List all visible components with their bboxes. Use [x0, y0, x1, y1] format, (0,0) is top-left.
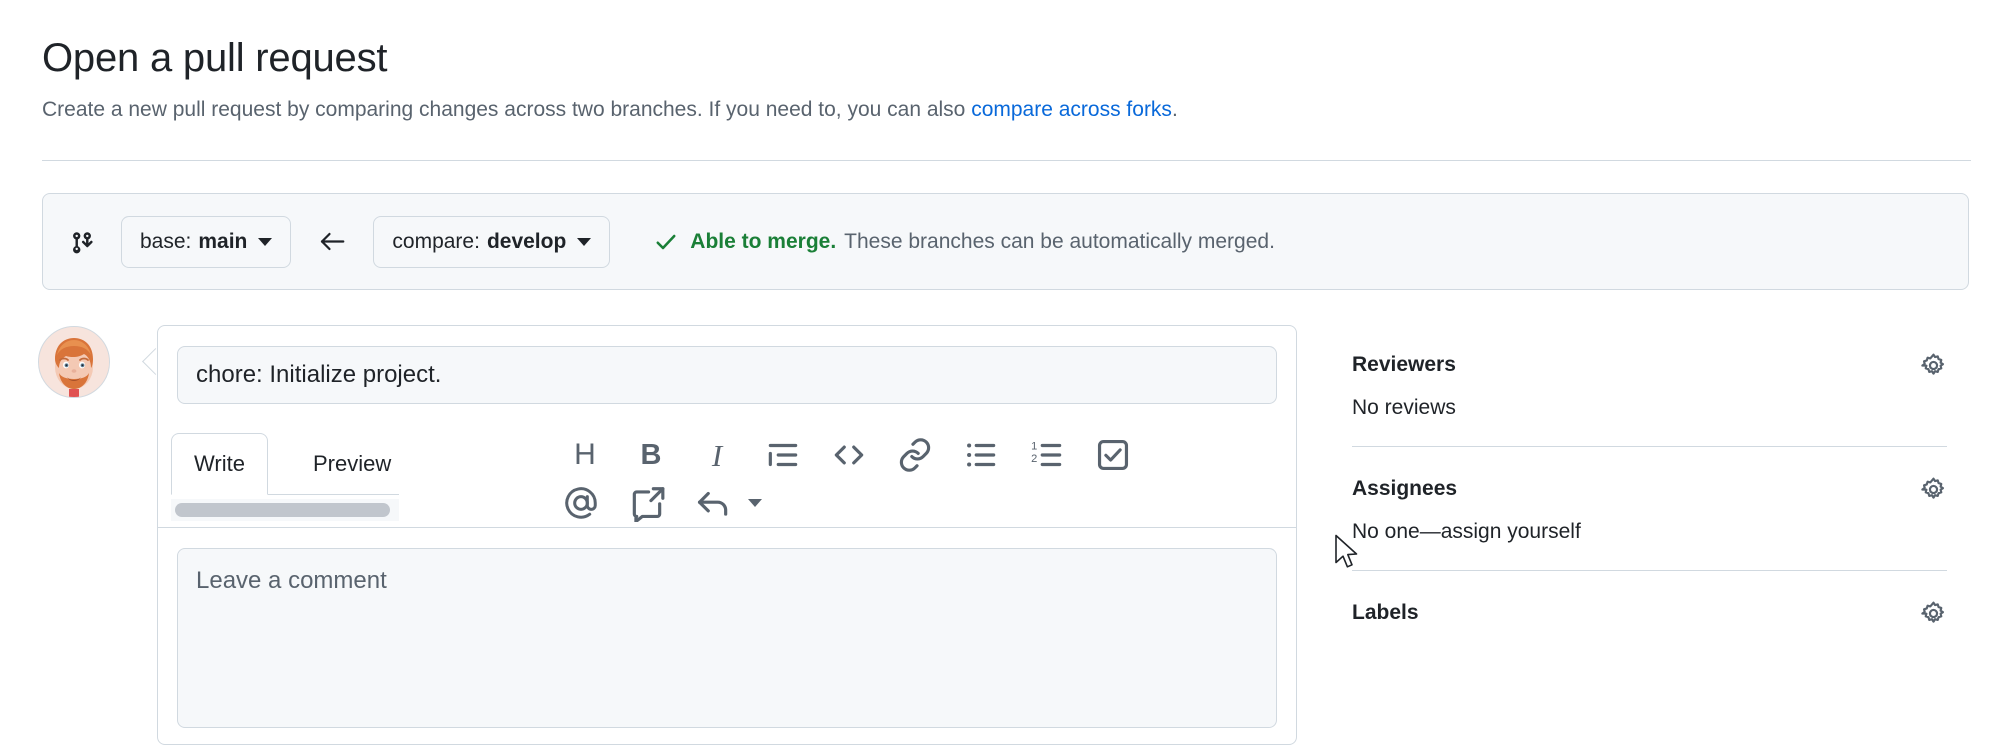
compare-branch-prefix: compare:	[392, 229, 480, 253]
reply-icon[interactable]	[694, 484, 732, 522]
header-divider	[42, 160, 1971, 161]
subtitle-text-before: Create a new pull request by comparing c…	[42, 98, 972, 121]
composer-scrollbar-thumb[interactable]	[175, 503, 390, 517]
unordered-list-icon[interactable]	[962, 436, 1000, 474]
pr-sidebar: Reviewers No reviews Assignees No one—as…	[1352, 348, 1947, 630]
page-title: Open a pull request	[42, 36, 388, 80]
compare-across-forks-link[interactable]: compare across forks	[971, 98, 1172, 121]
tab-underline	[171, 494, 399, 495]
reviewers-header: Reviewers	[1352, 348, 1947, 382]
reviewers-empty-state[interactable]: No reviews	[1352, 396, 1456, 419]
compare-branch-value: develop	[486, 229, 567, 253]
base-branch-prefix: base:	[140, 229, 192, 253]
pull-request-page: Open a pull request Create a new pull re…	[38, 34, 1972, 745]
merge-status: Able to merge. These branches can be aut…	[654, 230, 1275, 254]
page-header: Open a pull request Create a new pull re…	[42, 34, 1972, 124]
link-icon[interactable]	[896, 436, 934, 474]
git-compare-icon	[69, 229, 95, 255]
chevron-down-icon	[258, 237, 273, 246]
sidebar-gap	[1352, 571, 1947, 596]
sidebar-gap	[1352, 447, 1947, 472]
sidebar-divider	[1352, 446, 1947, 447]
merge-status-headline: Able to merge.	[690, 229, 837, 253]
assignees-empty-state[interactable]: No one—assign yourself	[1352, 520, 1581, 543]
sidebar-section-labels: Labels	[1352, 596, 1947, 630]
labels-title: Labels	[1352, 601, 1419, 624]
saved-reply-icon[interactable]	[628, 484, 666, 522]
heading-icon[interactable]: H	[574, 438, 596, 471]
bold-icon[interactable]: B	[640, 438, 662, 471]
composer-tabs-row: Write Preview H B I	[158, 423, 1296, 528]
gear-icon[interactable]	[1920, 476, 1947, 503]
reviewers-title: Reviewers	[1352, 353, 1456, 376]
mention-icon[interactable]	[562, 484, 600, 522]
chevron-down-icon	[748, 499, 762, 507]
task-list-icon[interactable]	[1094, 436, 1132, 474]
labels-header: Labels	[1352, 596, 1947, 630]
sidebar-section-assignees: Assignees No one—assign yourself	[1352, 472, 1947, 571]
assignees-title: Assignees	[1352, 477, 1458, 500]
pr-composer: Write Preview H B I	[157, 325, 1297, 745]
tab-preview[interactable]: Preview	[313, 451, 392, 476]
pr-title-input[interactable]	[177, 346, 1277, 404]
sidebar-divider	[1352, 570, 1947, 571]
gear-icon[interactable]	[1920, 600, 1947, 627]
check-icon	[654, 230, 678, 254]
comment-input[interactable]	[177, 548, 1277, 728]
sidebar-section-reviewers: Reviewers No reviews	[1352, 348, 1947, 447]
italic-icon[interactable]: I	[711, 437, 723, 473]
gear-icon[interactable]	[1920, 352, 1947, 379]
avatar	[38, 326, 110, 398]
compare-branch-selector[interactable]: compare: develop	[373, 215, 611, 268]
quote-icon[interactable]	[764, 436, 802, 474]
svg-text:2: 2	[1031, 453, 1037, 465]
branch-compare-bar: base: main compare: develop Able to merg…	[42, 193, 1969, 290]
base-branch-selector[interactable]: base: main	[121, 215, 292, 268]
svg-text:1: 1	[1031, 440, 1037, 452]
chevron-down-icon	[577, 237, 592, 246]
base-branch-value: main	[198, 229, 248, 253]
arrow-left-icon	[317, 229, 347, 255]
reply-dropdown[interactable]	[680, 484, 762, 522]
merge-status-detail: These branches can be automatically merg…	[844, 229, 1275, 253]
code-icon[interactable]	[830, 436, 868, 474]
subtitle-text-after: .	[1171, 98, 1178, 121]
tab-write[interactable]: Write	[171, 433, 268, 495]
markdown-toolbar-row-2	[420, 479, 1290, 527]
assignees-header: Assignees	[1352, 472, 1947, 506]
page-subtitle: Create a new pull request by comparing c…	[42, 96, 1972, 124]
